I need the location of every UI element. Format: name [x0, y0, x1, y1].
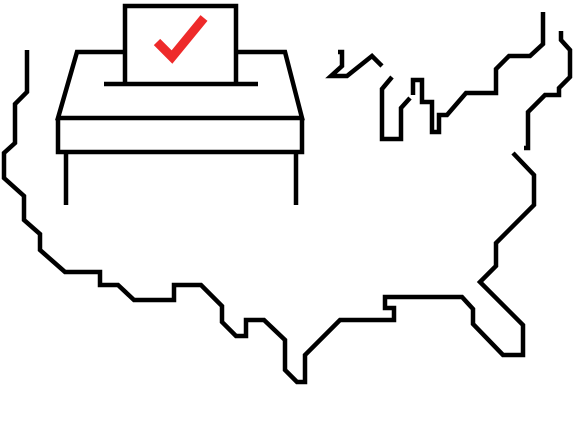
map-maine-outline	[410, 12, 546, 135]
map-northeast-outline	[524, 31, 573, 151]
ballot-box-lid	[55, 49, 305, 121]
ballot-box-front	[55, 118, 305, 155]
checkmark-icon	[153, 15, 208, 64]
map-lake-michigan-outline	[379, 75, 412, 142]
ballot-box-icon	[55, 3, 305, 205]
us-map-icon	[1, 12, 573, 385]
map-west-south-outline	[1, 50, 537, 385]
map-lake-superior-outline	[325, 49, 384, 79]
